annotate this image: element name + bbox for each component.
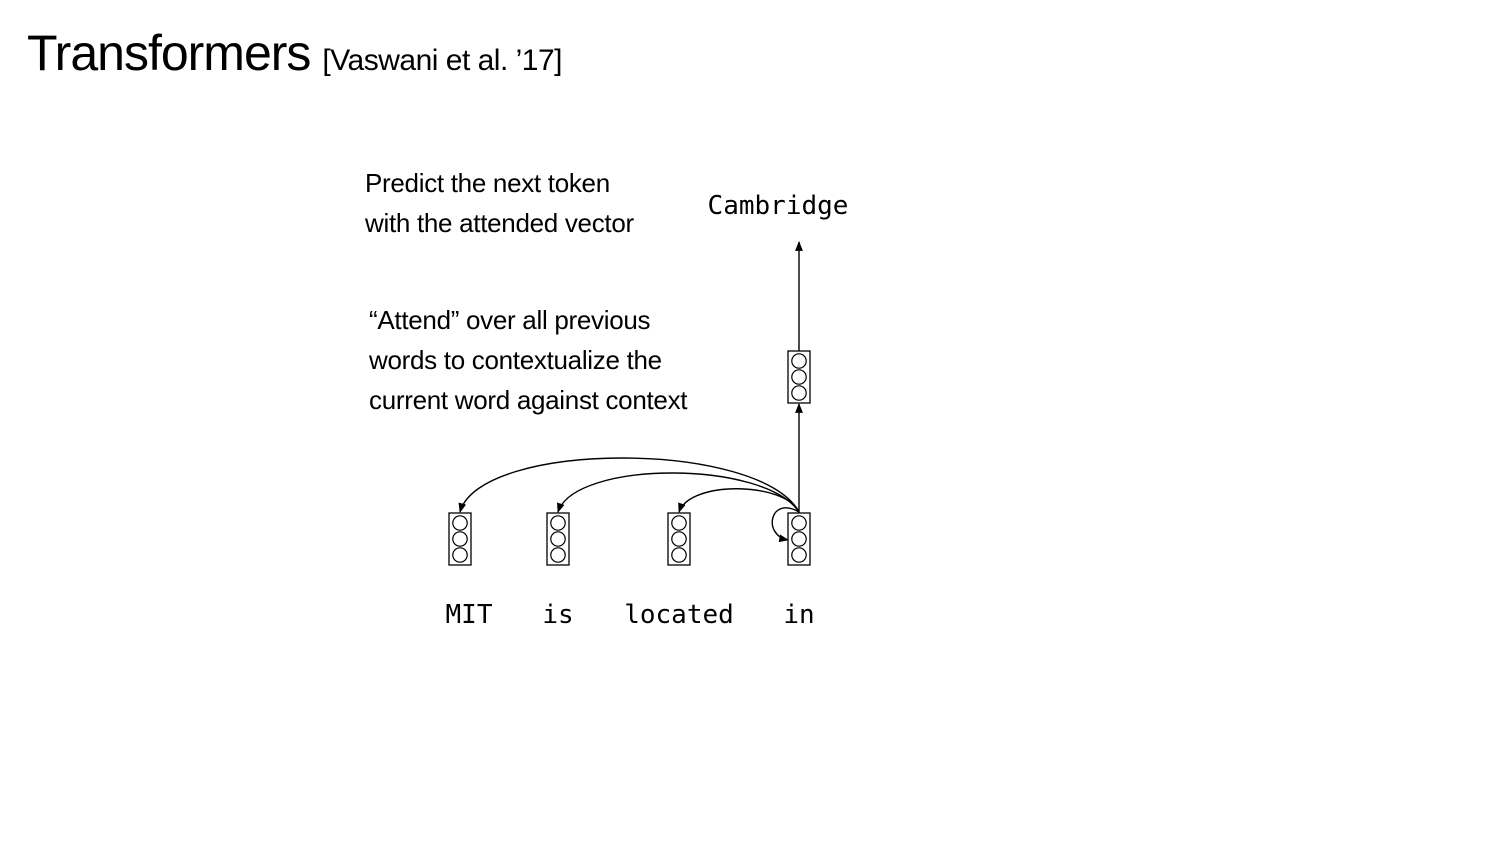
predict-annotation: Predict the next token with the attended…	[365, 163, 634, 243]
title-main: Transformers	[27, 25, 311, 81]
attention-arc-is	[557, 472, 800, 513]
predict-line-2: with the attended vector	[365, 208, 634, 238]
title-citation: [Vaswani et al. ’17]	[322, 44, 563, 77]
input-token-in: in	[783, 600, 814, 630]
input-token-is: is	[542, 600, 573, 630]
attention-arc-mit	[458, 457, 800, 513]
output-token-cambridge: Cambridge	[708, 191, 849, 221]
slide-title: Transformers [Vaswani et al. ’17]	[27, 24, 563, 82]
input-token-mit: MIT	[446, 600, 493, 630]
input-vector-is	[546, 512, 570, 566]
predict-line-1: Predict the next token	[365, 168, 610, 198]
input-token-located: located	[624, 600, 734, 630]
attention-arc-located	[678, 488, 800, 513]
attend-line-3: current word against context	[369, 385, 688, 415]
attention-arc-self	[771, 507, 800, 543]
attend-line-1: “Attend” over all previous	[369, 305, 651, 335]
input-vector-in	[787, 512, 811, 566]
attend-annotation: “Attend” over all previous words to cont…	[369, 300, 688, 420]
attend-line-2: words to contextualize the	[369, 345, 662, 375]
attended-vector	[787, 350, 811, 404]
input-vector-mit	[448, 512, 472, 566]
input-vector-located	[667, 512, 691, 566]
